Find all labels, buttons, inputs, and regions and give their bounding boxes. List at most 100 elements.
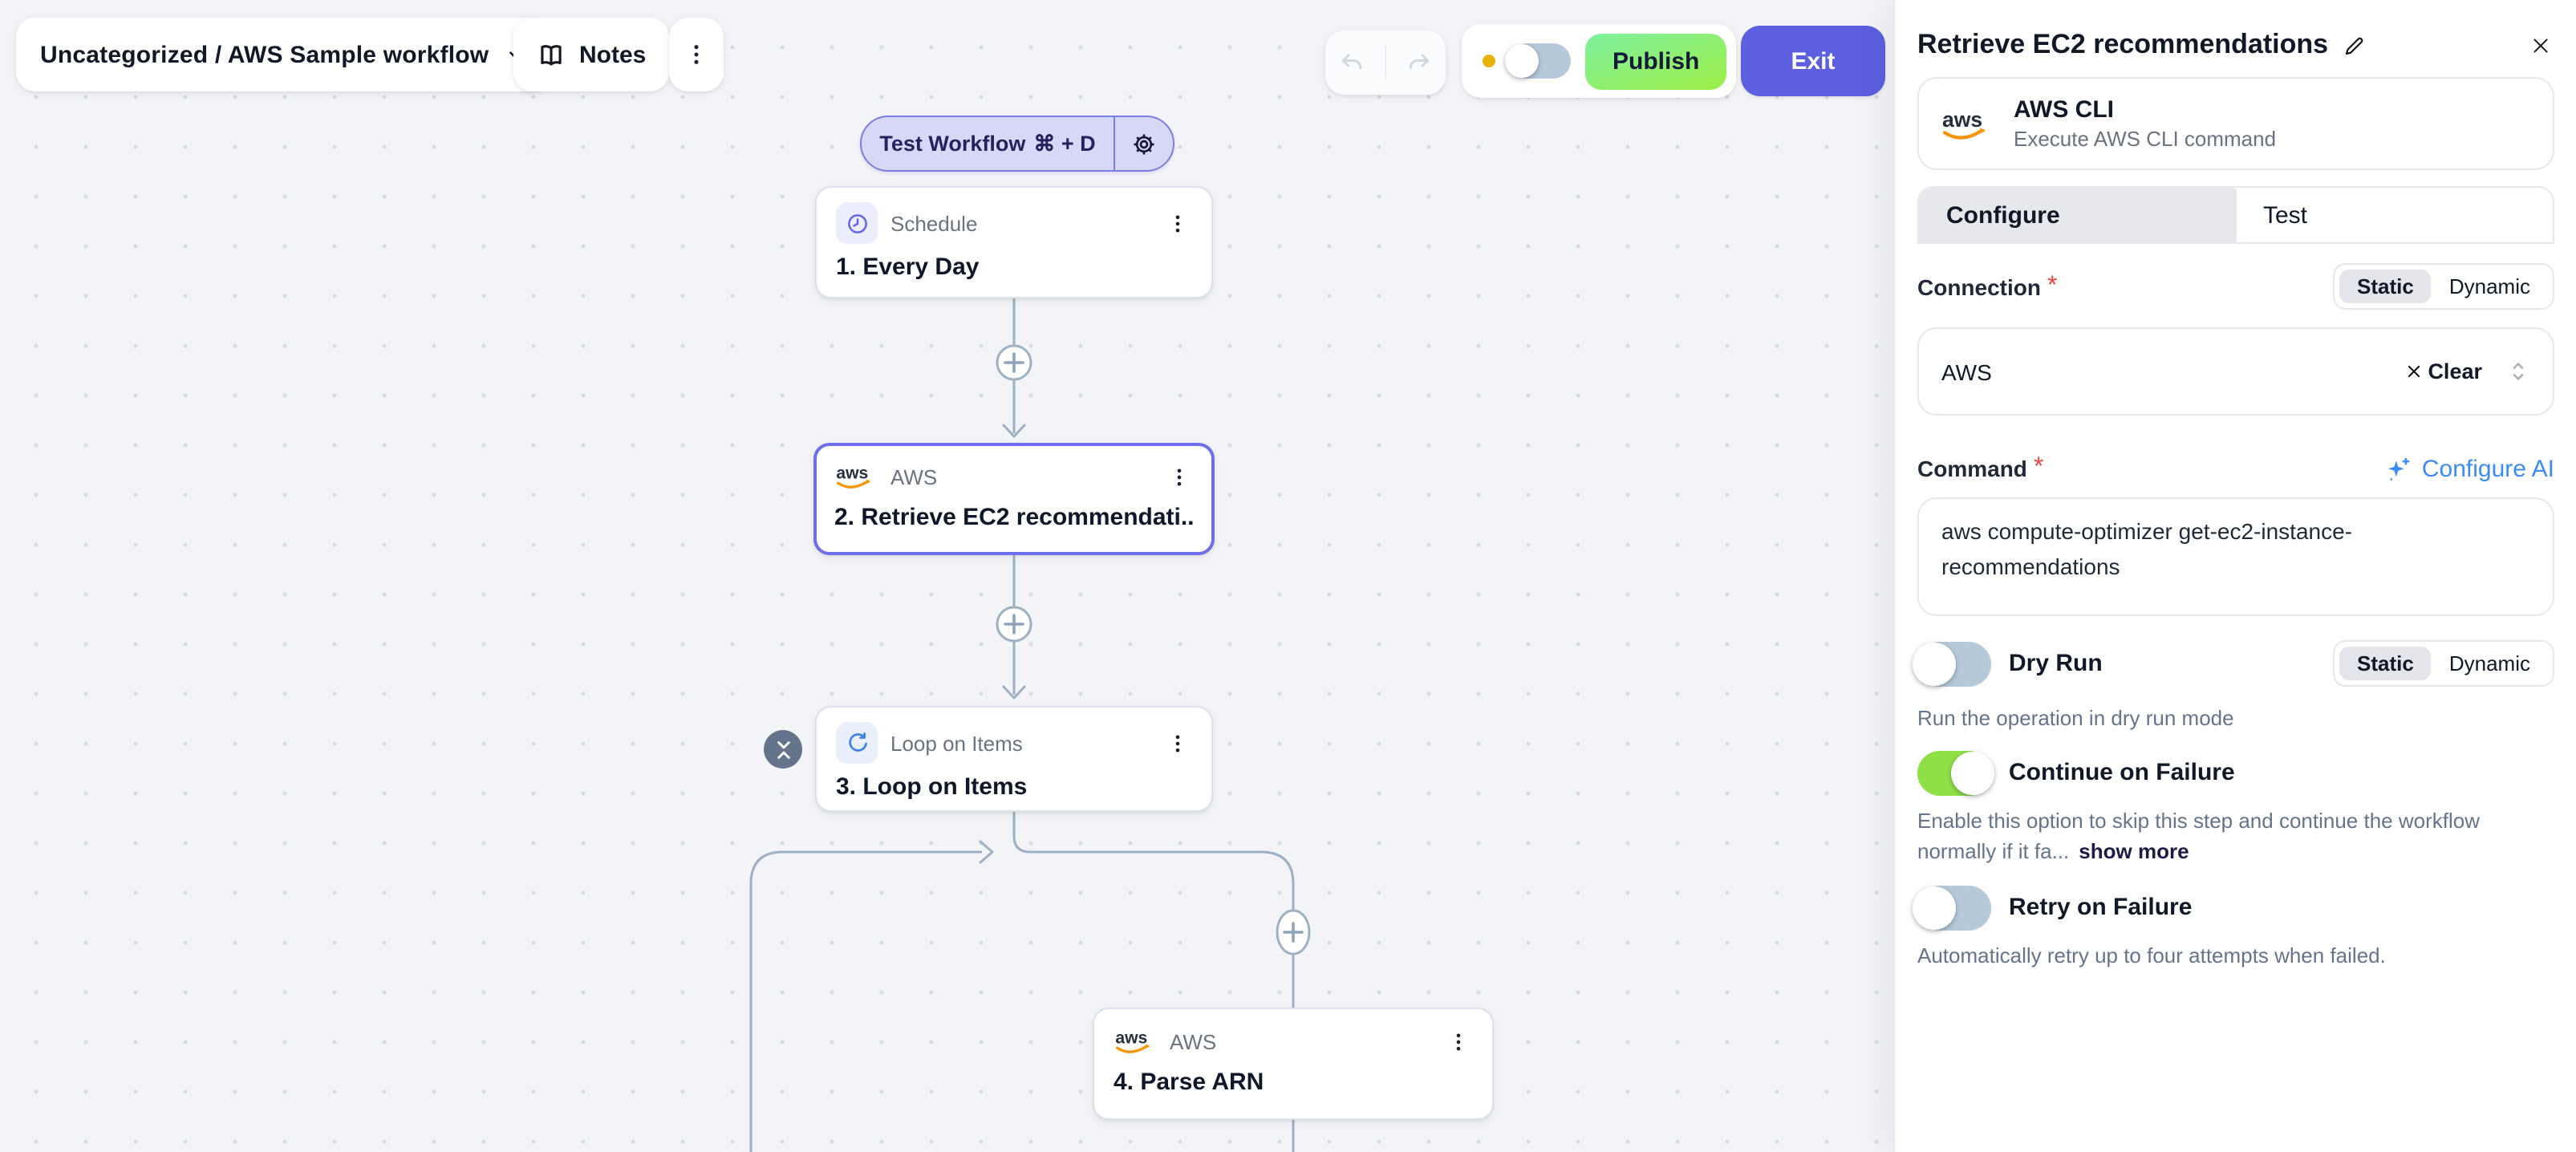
retry-on-failure-label: Retry on Failure: [2009, 894, 2193, 921]
test-workflow-main[interactable]: Test Workflow ⌘ + D: [862, 117, 1114, 170]
node-app-label: AWS: [1170, 1029, 1217, 1053]
show-more-link[interactable]: show more: [2079, 839, 2189, 863]
tab-test[interactable]: Test: [2263, 201, 2308, 229]
unsaved-status-dot: [1483, 55, 1495, 67]
test-workflow-label: Test Workflow: [879, 132, 1026, 156]
svg-text:aws: aws: [1115, 1028, 1147, 1047]
undo-button[interactable]: [1332, 43, 1372, 83]
panel-tabs: Configure Test: [1917, 186, 2554, 244]
dry-run-dynamic-option[interactable]: Dynamic: [2448, 651, 2530, 675]
connection-label: Connection: [1917, 274, 2041, 299]
add-step-buttons: [996, 344, 1311, 955]
collapse-loop-button[interactable]: [764, 730, 802, 769]
node-title: 3. Loop on Items: [836, 773, 1028, 801]
continue-on-failure-toggle[interactable]: [1917, 750, 1994, 795]
configure-ai-label: Configure AI: [2421, 455, 2554, 482]
configure-ai-button[interactable]: Configure AI: [2385, 455, 2554, 482]
command-label: Command: [1917, 456, 2027, 481]
piece-name: AWS CLI: [2014, 96, 2114, 124]
piece-info-card: aws AWS CLI Execute AWS CLI command: [1917, 77, 2554, 170]
divider: [1385, 45, 1386, 80]
select-chevrons-icon: [2506, 358, 2530, 385]
kebab-menu-icon: [1177, 468, 1182, 485]
rename-step-button[interactable]: [2343, 33, 2367, 57]
node-menu-button[interactable]: [1163, 725, 1192, 761]
close-panel-button[interactable]: [2527, 31, 2554, 59]
command-value: aws compute-optimizer get-ec2-instance-r…: [1941, 518, 2352, 579]
connection-value: AWS: [1941, 359, 1992, 384]
test-workflow-shortcut: ⌘ + D: [1033, 131, 1096, 155]
clear-connection-button[interactable]: Clear: [2405, 359, 2482, 383]
aws-logo-icon: aws: [1114, 1027, 1157, 1056]
connection-select[interactable]: AWS Clear: [1917, 327, 2554, 416]
clear-label: Clear: [2428, 359, 2482, 383]
node-title: 2. Retrieve EC2 recommendati...: [834, 504, 1194, 531]
connection-dynamic-option[interactable]: Dynamic: [2448, 274, 2530, 298]
kebab-menu-icon: [1175, 214, 1180, 232]
node-menu-button[interactable]: [1163, 205, 1192, 241]
kebab-menu-icon: [1175, 734, 1180, 752]
publish-button[interactable]: Publish: [1585, 33, 1727, 89]
node-title: 1. Every Day: [836, 254, 980, 281]
toggle-knob: [1913, 642, 1956, 685]
node-app-label: AWS: [890, 464, 938, 489]
dry-run-help: Run the operation in dry run mode: [1917, 706, 2234, 730]
piece-description: Execute AWS CLI command: [2014, 127, 2277, 151]
command-input[interactable]: aws compute-optimizer get-ec2-instance-r…: [1917, 497, 2554, 616]
pencil-icon: [2345, 36, 2363, 55]
collapse-icon: [777, 740, 789, 758]
connection-static-option[interactable]: Static: [2339, 270, 2432, 303]
dry-run-label: Dry Run: [2009, 650, 2103, 677]
workflow-menu-button[interactable]: [669, 18, 724, 91]
publish-label: Publish: [1613, 47, 1700, 75]
notes-label: Notes: [579, 41, 647, 68]
dry-run-static-option[interactable]: Static: [2339, 647, 2432, 680]
connection-mode-switch: Static Dynamic: [2333, 263, 2554, 310]
panel-title: Retrieve EC2 recommendations: [1917, 29, 2329, 59]
undo-icon: [1341, 53, 1362, 69]
sparkle-icon: [2388, 456, 2411, 481]
version-toggle[interactable]: [1505, 43, 1571, 79]
notes-button[interactable]: Notes: [513, 18, 669, 91]
node-app-label: Loop on Items: [890, 731, 1023, 755]
svg-text:aws: aws: [1942, 107, 1982, 131]
redo-button[interactable]: [1399, 43, 1439, 83]
workflow-canvas[interactable]: Uncategorized / AWS Sample workflow Note…: [0, 0, 1895, 1152]
dry-run-mode-switch: Static Dynamic: [2333, 640, 2554, 687]
exit-button[interactable]: Exit: [1741, 26, 1885, 96]
continue-on-failure-help: Enable this option to skip this step and…: [1917, 805, 2535, 867]
node-menu-button[interactable]: [1165, 459, 1194, 494]
continue-on-failure-label: Continue on Failure: [2009, 759, 2235, 786]
continue-on-failure-help-text: Enable this option to skip this step and…: [1917, 808, 2480, 863]
clear-x-icon: [2408, 365, 2420, 378]
redo-icon: [1409, 53, 1430, 69]
step-settings-panel: Retrieve EC2 recommendations aws AWS CLI…: [1893, 0, 2576, 1152]
node-menu-button[interactable]: [1444, 1024, 1473, 1059]
retry-on-failure-help: Automatically retry up to four attempts …: [1917, 943, 2386, 967]
gear-icon: [1134, 133, 1154, 154]
node-parse-arn[interactable]: aws AWS 4. Parse ARN: [1093, 1008, 1494, 1120]
test-workflow-button[interactable]: Test Workflow ⌘ + D: [860, 116, 1174, 172]
workflow-breadcrumb[interactable]: Uncategorized / AWS Sample workflow: [16, 18, 550, 91]
publish-group: Publish: [1462, 24, 1737, 98]
svg-text:aws: aws: [836, 464, 868, 482]
history-controls: [1325, 30, 1446, 95]
test-workflow-settings-button[interactable]: [1114, 117, 1173, 170]
tab-configure[interactable]: Configure: [1919, 188, 2236, 242]
dry-run-toggle[interactable]: [1913, 641, 1991, 686]
node-schedule[interactable]: Schedule 1. Every Day: [815, 186, 1213, 298]
breadcrumb: Uncategorized / AWS Sample workflow: [40, 41, 489, 68]
toggle-knob: [1913, 886, 1956, 929]
required-mark: *: [2047, 272, 2058, 299]
retry-on-failure-toggle[interactable]: [1913, 885, 1991, 930]
kebab-menu-icon: [694, 45, 699, 64]
aws-logo-icon: aws: [834, 462, 878, 491]
toggle-knob: [1951, 751, 1994, 794]
required-mark: *: [2033, 454, 2044, 481]
node-retrieve-ec2-recommendations[interactable]: aws AWS 2. Retrieve EC2 recommendati...: [813, 443, 1215, 555]
node-app-label: Schedule: [890, 211, 978, 235]
node-loop-on-items[interactable]: Loop on Items 3. Loop on Items: [815, 706, 1213, 812]
connector-lines: [749, 298, 1311, 1152]
exit-label: Exit: [1791, 47, 1836, 75]
